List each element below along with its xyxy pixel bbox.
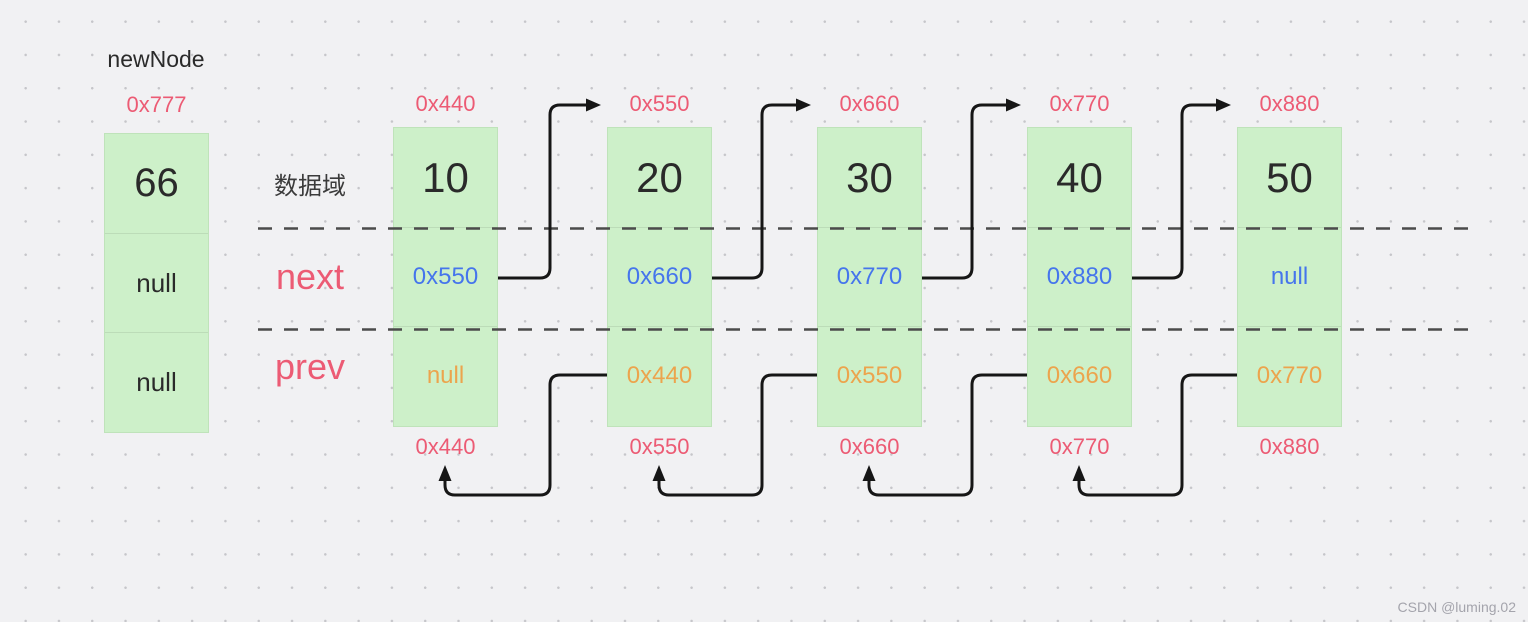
next-arrow-4-to-5 (1132, 98, 1231, 280)
newnode-title: newNode (107, 46, 205, 72)
node-5-next-pointer: null (1270, 263, 1309, 290)
node-4-bottom-address: 0x770 (1049, 434, 1110, 459)
watermark: CSDN @luming.02 (1397, 599, 1516, 615)
node-1-value: 10 (422, 153, 469, 201)
node-1-prev-pointer: null (426, 362, 465, 389)
list-node-3: 0x660 30 0x770 0x550 0x660 (817, 91, 922, 459)
node-2-top-address: 0x550 (629, 91, 690, 116)
newnode-next-value: null (136, 267, 177, 298)
node-4-data-cell: 40 (1028, 128, 1131, 227)
node-3-data-cell: 30 (818, 128, 921, 227)
node-1-next-cell: 0x550 (394, 227, 497, 326)
next-arrow-1-to-2 (498, 98, 601, 280)
list-node-5: 0x880 50 null 0x770 0x880 (1237, 91, 1342, 459)
node-5-bottom-address: 0x880 (1259, 434, 1320, 459)
node-2-bottom-address: 0x550 (629, 434, 690, 459)
node-5-next-cell: null (1238, 227, 1341, 326)
node-2-next-pointer: 0x660 (626, 263, 693, 290)
node-5-prev-cell: 0x770 (1238, 326, 1341, 425)
node-3-prev-pointer: 0x550 (836, 362, 903, 389)
list-node-4: 0x770 40 0x880 0x660 0x770 (1027, 91, 1132, 459)
node-2-next-cell: 0x660 (608, 227, 711, 326)
node-5-prev-pointer: 0x770 (1256, 362, 1323, 389)
newnode-prev-value: null (136, 366, 177, 397)
node-5-value: 50 (1266, 153, 1313, 201)
node-1-next-pointer: 0x550 (412, 263, 479, 290)
node-4-value: 40 (1056, 153, 1103, 201)
node-4-top-address: 0x770 (1049, 91, 1110, 116)
node-4-next-pointer: 0x880 (1046, 263, 1113, 290)
newnode-box: 66 null null (104, 133, 209, 433)
list-node-2: 0x550 20 0x660 0x440 0x550 (607, 91, 712, 459)
node-4-prev-pointer: 0x660 (1046, 362, 1113, 389)
node-3-next-pointer: 0x770 (836, 263, 903, 290)
node-3-value: 30 (846, 153, 893, 201)
newnode-prev-cell: null (105, 332, 208, 431)
node-2-prev-cell: 0x440 (608, 326, 711, 425)
row-label-prev: prev (274, 346, 346, 387)
next-arrow-2-to-3 (712, 98, 811, 280)
row-label-next: next (275, 256, 345, 297)
node-1-prev-cell: null (394, 326, 497, 425)
node-1-bottom-address: 0x440 (415, 434, 476, 459)
node-5-data-cell: 50 (1238, 128, 1341, 227)
next-arrow-3-to-4 (922, 98, 1021, 280)
node-2-value: 20 (636, 153, 683, 201)
node-3-bottom-address: 0x660 (839, 434, 900, 459)
node-4-prev-cell: 0x660 (1028, 326, 1131, 425)
node-1-data-cell: 10 (394, 128, 497, 227)
newnode-value: 66 (134, 161, 179, 205)
newnode-address: 0x777 (126, 92, 187, 117)
node-4-next-cell: 0x880 (1028, 227, 1131, 326)
node-2-prev-pointer: 0x440 (626, 362, 693, 389)
node-3-next-cell: 0x770 (818, 227, 921, 326)
node-3-prev-cell: 0x550 (818, 326, 921, 425)
list-node-1: 0x440 10 0x550 null 0x440 (393, 91, 498, 459)
node-1-top-address: 0x440 (415, 91, 476, 116)
node-2-data-cell: 20 (608, 128, 711, 227)
node-5-top-address: 0x880 (1259, 91, 1320, 116)
newnode-data-cell: 66 (105, 134, 208, 233)
node-3-top-address: 0x660 (839, 91, 900, 116)
newnode-next-cell: null (105, 233, 208, 332)
row-label-data-field: 数据域 (274, 173, 346, 200)
